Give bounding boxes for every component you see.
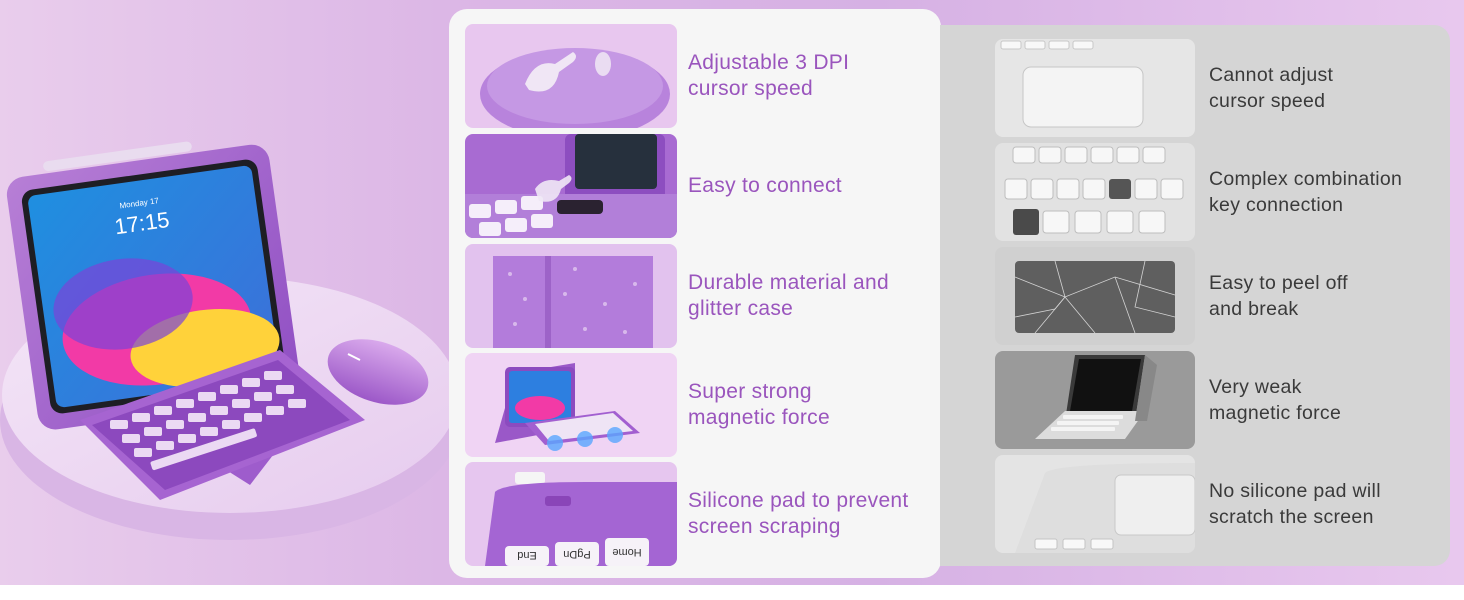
mouse-dpi-icon — [465, 24, 677, 128]
key-label: End — [517, 549, 537, 561]
feature-caption: Super strong magnetic force — [688, 380, 830, 429]
no-pad-icon — [995, 455, 1195, 553]
feature-caption: Very weak magnetic force — [1209, 376, 1342, 424]
bottom-strip — [0, 585, 1464, 600]
touchpad-icon — [995, 39, 1195, 137]
feature-row: Easy to peel off and break — [995, 247, 1348, 345]
feature-caption: Silicone pad to prevent screen scraping — [688, 489, 909, 538]
feature-row: Adjustable 3 DPI cursor speed — [465, 24, 849, 128]
key-label: Home — [612, 546, 641, 558]
product-hero: 17:15 Monday 17 — [0, 0, 450, 585]
key-label: PgDn — [563, 548, 591, 560]
key-combo-icon — [995, 143, 1195, 241]
feature-row: Complex combination key connection — [995, 143, 1402, 241]
glitter-case-icon — [465, 244, 677, 348]
feature-caption: Durable material and glitter case — [688, 271, 889, 320]
feature-caption: No silicone pad will scratch the screen — [1209, 480, 1381, 528]
feature-row: End PgDn Home Silicone pad to prevent sc… — [465, 462, 909, 566]
cracked-case-icon — [995, 247, 1195, 345]
feature-row: Super strong magnetic force — [465, 353, 830, 457]
feature-caption: Easy to connect — [688, 174, 842, 197]
feature-row: Easy to connect — [465, 134, 842, 238]
feature-caption: Complex combination key connection — [1209, 168, 1403, 216]
feature-caption: Adjustable 3 DPI cursor speed — [688, 51, 850, 100]
weak-magnet-icon — [995, 351, 1195, 449]
magnet-icon — [465, 353, 677, 457]
feature-row: Durable material and glitter case — [465, 244, 889, 348]
connect-button-icon — [465, 134, 677, 238]
feature-row: Cannot adjust cursor speed — [995, 39, 1333, 137]
silicone-pad-icon: End PgDn Home — [465, 462, 677, 566]
feature-caption: Cannot adjust cursor speed — [1209, 64, 1334, 112]
feature-row: No silicone pad will scratch the screen — [995, 455, 1381, 553]
others-features-panel: Cannot adjust cursor speed Complex combi… — [940, 25, 1450, 566]
our-features-panel: Adjustable 3 DPI cursor speed Easy to co… — [449, 9, 941, 578]
feature-caption: Easy to peel off and break — [1209, 272, 1348, 320]
feature-row: Very weak magnetic force — [995, 351, 1341, 449]
